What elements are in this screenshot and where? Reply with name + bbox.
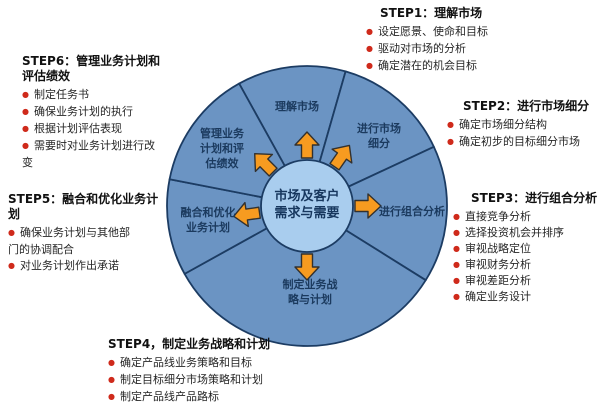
step3-bullet-1: 直接竞争分析 (464, 210, 531, 223)
step5-bullet-2: 对业务计划作出承诺 (19, 259, 119, 272)
step6-block: STEP6：管理业务计划和评估绩效 ● 制定任务书 ● 确保业务计划的执行 ● 根据计… (22, 54, 162, 171)
step3-title: STEP3：进行组合分析 (471, 191, 598, 205)
bullet-icon: ● (8, 261, 15, 270)
step5-block: STEP5：融合和优化业务计划 ●确保业务计划与其他部门的协调配合 ●对业务计划… (8, 192, 160, 275)
arrow-upper-left-icon (254, 153, 278, 177)
bullet-icon: ● (22, 90, 29, 99)
bullet-icon: ● (453, 244, 460, 253)
step1-title: STEP1：理解市场 (380, 6, 483, 20)
step5-title: STEP5：融合和优化业务计划 (8, 192, 159, 221)
bullet-icon: ● (22, 141, 29, 150)
step1-block: STEP1：理解市场 ● 设定愿景、使命和目标 ● 驱动对市场的分析 ● 确定潜在的机… (366, 6, 596, 75)
step3-bullet-3: 审视战略定位 (464, 242, 531, 255)
wedge-label-integrate-optimize-plan: 融合和优化业务计划 (180, 206, 236, 234)
bullet-icon: ● (22, 107, 29, 116)
step6-bullet-2: 确保业务计划的执行 (33, 105, 133, 118)
bullet-icon: ● (453, 276, 460, 285)
wedge-label-portfolio-analysis: 进行组合分析 (379, 205, 445, 218)
bullet-icon: ● (22, 124, 29, 133)
bullet-icon: ● (108, 358, 115, 367)
wedge-understand-market (238, 65, 347, 207)
step6-bullet-3: 根据计划评估表现 (33, 122, 122, 135)
step2-bullet-1: 确定市场细分结构 (458, 118, 547, 131)
step3-block: STEP3：进行组合分析 ●直接竞争分析 ●选择投资机会并排序 ●审视战略定位 … (453, 191, 598, 305)
wedge-label-market-segmentation: 进行市场细分 (357, 122, 401, 150)
wedge-label-business-strategy-plan: 制定业务战略与计划 (282, 278, 338, 306)
step1-bullet-2: 驱动对市场的分析 (377, 42, 466, 55)
arrow-down-icon (294, 253, 320, 281)
arrow-left-icon (233, 201, 261, 228)
bullet-icon: ● (108, 375, 115, 384)
bullet-icon: ● (447, 137, 454, 146)
bullet-icon: ● (108, 392, 115, 401)
step6-title: STEP6：管理业务计划和评估绩效 (22, 54, 161, 83)
step4-bullet-3: 制定产品线产品路标 (119, 390, 219, 403)
hub-circle (260, 159, 354, 253)
step4-bullet-2: 制定目标细分市场策略和计划 (119, 373, 263, 386)
bullet-icon: ● (366, 27, 373, 36)
arrow-up-icon (294, 131, 320, 159)
step5-bullet-1: 确保业务计划与其他部门的协调配合 (8, 226, 130, 256)
step1-bullet-3: 确定潜在的机会目标 (377, 59, 477, 72)
bullet-icon: ● (8, 228, 15, 237)
step3-bullet-5: 审视差距分析 (464, 274, 531, 287)
wedge-label-understand-market: 理解市场 (275, 100, 319, 113)
arrow-right-icon (354, 193, 382, 219)
bullet-icon: ● (453, 292, 460, 301)
bullet-icon: ● (366, 61, 373, 70)
arrow-upper-right-icon (329, 144, 353, 171)
step6-bullet-1: 制定任务书 (33, 88, 89, 101)
hub-label: 市场及客户需求与需要 (274, 189, 340, 221)
step2-bullet-2: 确定初步的目标细分市场 (458, 135, 580, 148)
bullet-icon: ● (453, 228, 460, 237)
step4-title: STEP4，制定业务战略和计划 (108, 337, 271, 351)
step1-bullet-1: 设定愿景、使命和目标 (377, 25, 488, 38)
step6-bullet-4: 需要时对业务计划进行改变 (22, 139, 155, 169)
step2-block: STEP2：进行市场细分 ● 确定市场细分结构 ● 确定初步的目标细分市场 (447, 99, 597, 151)
bullet-icon: ● (447, 120, 454, 129)
bullet-icon: ● (453, 260, 460, 269)
step3-bullet-2: 选择投资机会并排序 (464, 226, 564, 239)
bullet-icon: ● (453, 212, 460, 221)
step3-bullet-6: 确定业务设计 (464, 290, 531, 303)
bullet-icon: ● (366, 44, 373, 53)
step4-block: STEP4，制定业务战略和计划 ● 确定产品线业务策略和目标 ● 制定目标细分市场策… (108, 337, 358, 406)
wedge-portfolio-analysis (306, 145, 448, 282)
wedge-label-manage-evaluate: 管理业务计划和评估绩效 (200, 127, 244, 170)
step4-bullet-1: 确定产品线业务策略和目标 (119, 356, 252, 369)
step2-title: STEP2：进行市场细分 (463, 99, 590, 113)
step3-bullet-4: 审视财务分析 (464, 258, 531, 271)
